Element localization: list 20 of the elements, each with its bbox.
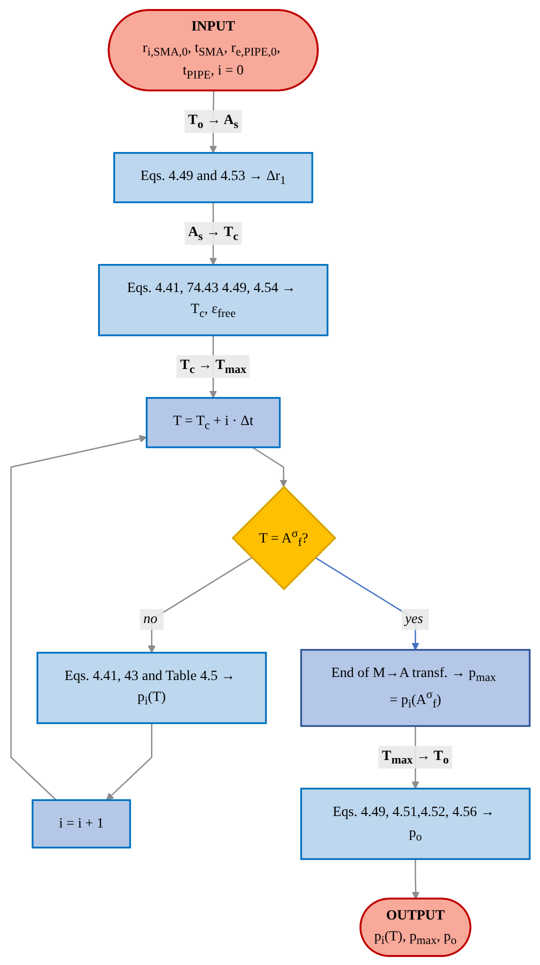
arrow — [106, 722, 152, 800]
node-box — [36, 651, 266, 724]
node-box — [31, 798, 131, 848]
node-box — [300, 787, 530, 860]
arrow — [10, 434, 147, 800]
flowchart: T$_{o}$ → A$_{s}$ A$_{s}$ → T$_{c}$ T$_{c}$ → T$_{max}$ no yes T$_{max}$ → T$_{o}$ INPUT r$_{i,SMA,0}$, t$_{SMA}$, r$_{e,PIPE,0}$, t$_{PIPE}$, i = 0 Eqs. 4.49 and 4.53 → Δr$_{1}$ Eqs. 4.41, 74.43 4.49, 4.54 → T$_{c}$, ε$_{free}$ T = T$_{c}$ + i · Δt T = A$^{σ}$$_{f}$? Eqs. 4.41, 43 and Table 4.5 → p$_{i}$(T) i = i + 1 End of M→A transf. → p$_{max}$ = p$_{i}$(A$^{σ}$$_{f}$) Eqs. 4.49, 4.51,4.52, 4.56 → p$_{o}$ OUTPUT p$_{i}$(T), p$_{max}$, p$_{o}$ — [4, 2, 536, 962]
arrow — [252, 446, 288, 487]
edge-label: T$_{c}$ → T$_{max}$ — [180, 357, 246, 376]
arrow — [147, 556, 252, 653]
edge-label: A$_{s}$ → T$_{c}$ — [188, 224, 238, 242]
edge-label: yes — [404, 611, 423, 626]
arrow — [411, 858, 420, 899]
node-diamond — [231, 485, 336, 590]
node-box — [300, 648, 530, 726]
node-box — [112, 152, 313, 203]
edge-label: no — [142, 611, 158, 626]
edge-label: T$_{o}$ → A$_{s}$ — [188, 112, 238, 130]
node-box — [145, 396, 280, 448]
node-box — [98, 263, 328, 336]
edge-label: T$_{max}$ → T$_{o}$ — [382, 748, 449, 766]
